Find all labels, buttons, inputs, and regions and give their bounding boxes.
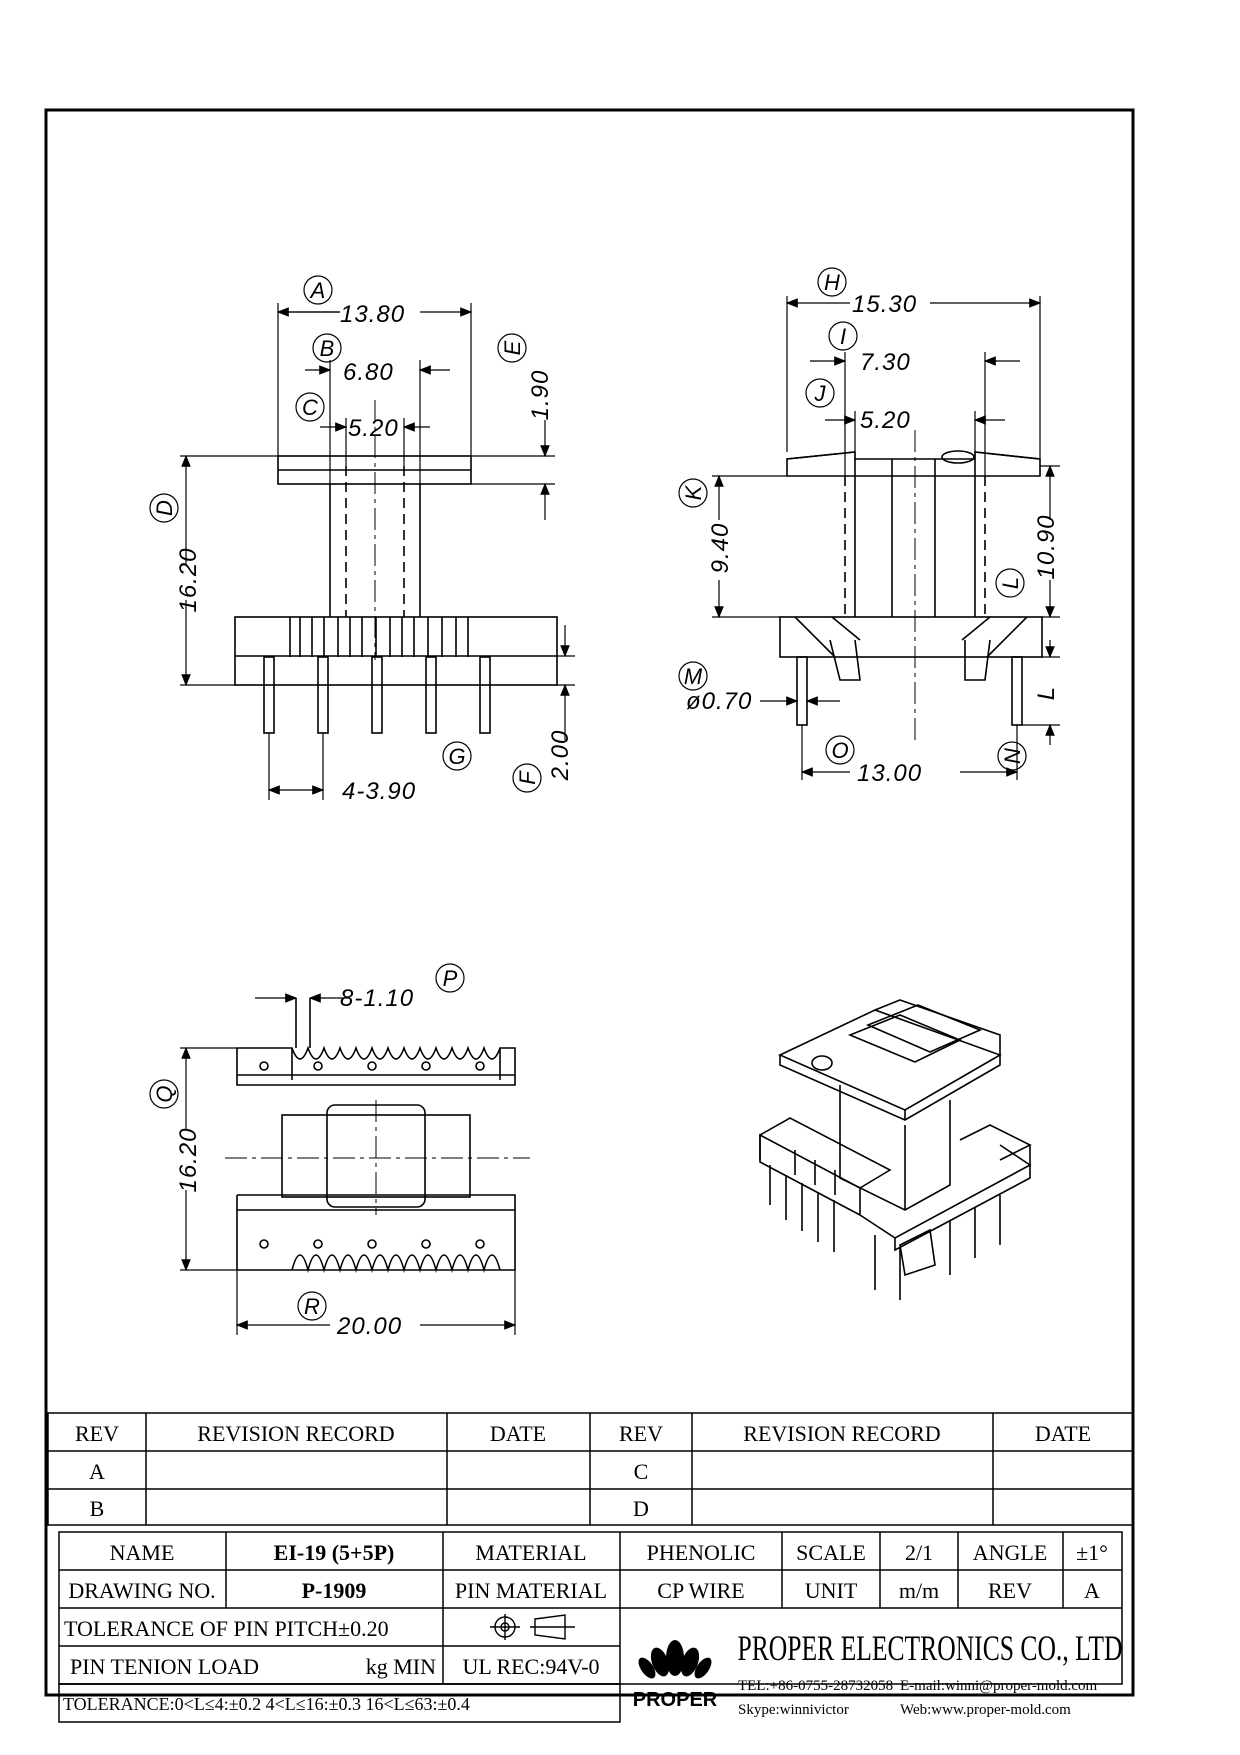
isometric-view <box>759 999 1032 1300</box>
general-tolerance: TOLERANCE:0<L≤4:±0.2 4<L≤16:±0.3 16<L≤63… <box>63 1694 470 1714</box>
company-skype: Skype:winnivictor <box>738 1702 849 1718</box>
svg-text:C: C <box>302 395 318 420</box>
svg-text:6.80: 6.80 <box>343 359 394 386</box>
svg-text:2.00: 2.00 <box>547 730 574 782</box>
revision-record-header: REVISION RECORD <box>197 1421 394 1446</box>
title-block <box>58 1531 1123 1685</box>
rev-header: REV <box>75 1421 119 1446</box>
date-header-2: DATE <box>1035 1421 1091 1446</box>
unit-value: m/m <box>899 1578 939 1603</box>
svg-text:L: L <box>998 577 1023 589</box>
pin-material-value: CP WIRE <box>657 1578 744 1603</box>
svg-text:20.00: 20.00 <box>336 1313 402 1340</box>
svg-text:13.80: 13.80 <box>340 301 405 328</box>
svg-text:H: H <box>824 270 840 295</box>
rev-header-2: REV <box>619 1421 663 1446</box>
drawing-no-label: DRAWING NO. <box>68 1578 215 1603</box>
rev-a: A <box>89 1459 105 1484</box>
svg-text:16.20: 16.20 <box>175 1127 202 1192</box>
pin-material-label: PIN MATERIAL <box>455 1578 607 1603</box>
rev-value: A <box>1084 1578 1100 1603</box>
logo-text: PROPER <box>633 1689 718 1711</box>
proper-logo-icon <box>638 1640 712 1679</box>
svg-text:9.40: 9.40 <box>707 523 734 574</box>
material-label: MATERIAL <box>475 1540 586 1565</box>
company-email: E-mail:winni@proper-mold.com <box>900 1678 1098 1694</box>
front-view-dimensions <box>180 303 575 800</box>
svg-text:K: K <box>681 484 706 500</box>
svg-text:8-1.10: 8-1.10 <box>340 985 414 1012</box>
svg-text:I: I <box>840 324 846 349</box>
material-value: PHENOLIC <box>647 1540 756 1565</box>
front-view <box>234 400 558 734</box>
sheet-border <box>44 108 1135 1697</box>
svg-text:B: B <box>320 336 335 361</box>
ul-rating: UL REC:94V-0 <box>462 1654 599 1679</box>
bottom-view <box>225 998 530 1274</box>
company-name: PROPER ELECTRONICS CO., LTD <box>738 1628 1123 1668</box>
svg-text:15.30: 15.30 <box>852 291 917 318</box>
svg-text:A: A <box>309 278 326 303</box>
svg-text:7.30: 7.30 <box>860 349 911 376</box>
svg-text:R: R <box>304 1294 320 1319</box>
pin-load-label: PIN TENION LOAD <box>70 1654 259 1679</box>
svg-text:M: M <box>684 664 703 689</box>
svg-text:16.20: 16.20 <box>175 547 202 612</box>
svg-text:L: L <box>1033 686 1060 700</box>
svg-text:E: E <box>500 340 525 355</box>
svg-text:13.00: 13.00 <box>857 760 922 787</box>
bottom-view-labels: P 8-1.10 Q 16.20 R 20.00 <box>149 963 465 1340</box>
angle-value: ±1° <box>1076 1540 1108 1565</box>
pin-pitch-tolerance: TOLERANCE OF PIN PITCH±0.20 <box>64 1616 389 1641</box>
company-tel: TEL:+86-0755-28732058 <box>738 1678 893 1694</box>
revision-table <box>47 1412 1134 1526</box>
svg-text:O: O <box>831 738 848 763</box>
svg-text:1.90: 1.90 <box>527 370 554 421</box>
svg-text:5.20: 5.20 <box>348 415 399 442</box>
svg-text:D: D <box>152 500 177 516</box>
svg-text:5.20: 5.20 <box>860 407 911 434</box>
svg-text:4-3.90: 4-3.90 <box>342 778 416 805</box>
revision-table-text: REV REVISION RECORD DATE REV REVISION RE… <box>75 1421 1091 1521</box>
rev-b: B <box>90 1496 105 1521</box>
side-view-dimensions <box>712 296 1060 780</box>
company-web: Web:www.proper-mold.com <box>900 1702 1071 1718</box>
svg-text:F: F <box>515 770 540 785</box>
rev-c: C <box>634 1459 649 1484</box>
svg-text:P: P <box>443 966 458 991</box>
name-label: NAME <box>110 1540 175 1565</box>
svg-text:Q: Q <box>152 1085 177 1102</box>
date-header: DATE <box>490 1421 546 1446</box>
title-block-text: NAME EI-19 (5+5P) MATERIAL PHENOLIC SCAL… <box>63 1540 1123 1718</box>
svg-text:J: J <box>814 381 827 406</box>
scale-label: SCALE <box>796 1540 866 1565</box>
svg-text:G: G <box>448 744 465 769</box>
unit-label: UNIT <box>805 1578 858 1603</box>
svg-text:ø0.70: ø0.70 <box>686 688 752 715</box>
revision-record-header-2: REVISION RECORD <box>743 1421 940 1446</box>
svg-text:N: N <box>1000 748 1025 764</box>
bottom-view-dimensions <box>180 993 517 1335</box>
rev-d: D <box>633 1496 649 1521</box>
scale-value: 2/1 <box>905 1540 933 1565</box>
pin-load-unit: kg MIN <box>366 1654 436 1679</box>
projection-symbol-icon <box>490 1614 575 1640</box>
name-value: EI-19 (5+5P) <box>274 1540 395 1565</box>
svg-text:10.90: 10.90 <box>1033 514 1060 579</box>
front-view-labels: A 13.80 B 6.80 C 5.20 D 16.20 E 1.90 F 2… <box>149 275 574 805</box>
rev-label: REV <box>988 1578 1032 1603</box>
drawing-no-value: P-1909 <box>302 1578 367 1603</box>
side-view-labels: H 15.30 I 7.30 J 5.20 K 9.40 L 10.90 L M… <box>678 267 1060 787</box>
angle-label: ANGLE <box>973 1540 1048 1565</box>
